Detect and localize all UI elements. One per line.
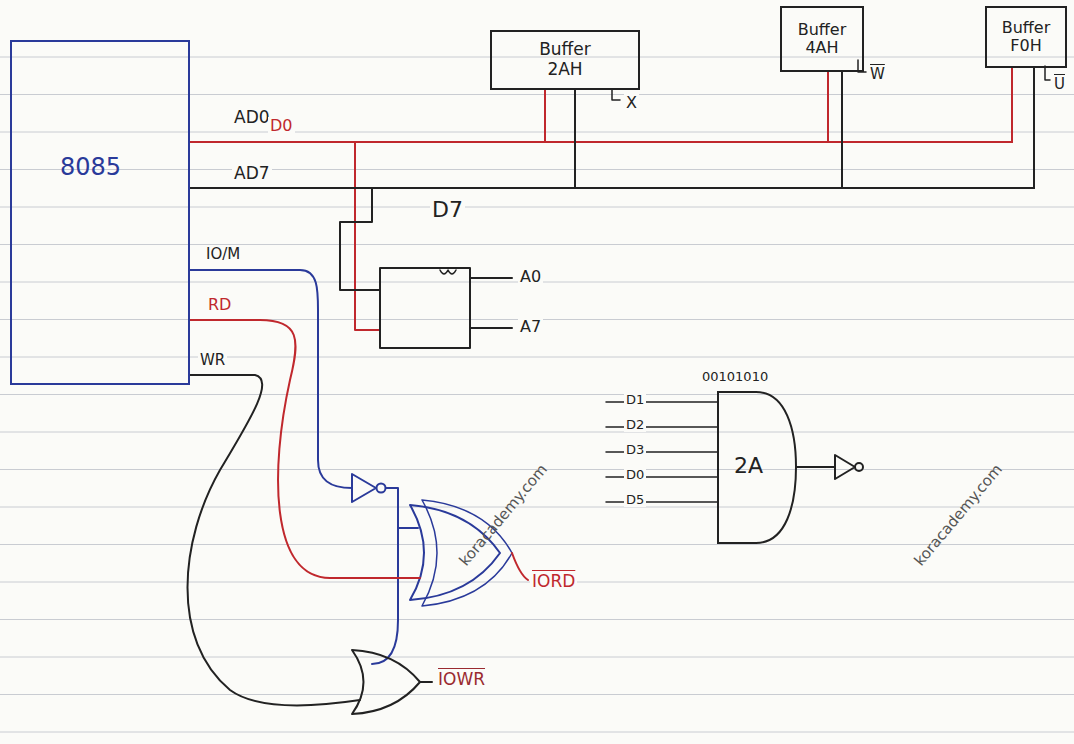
- node-label: Buffer 4AH: [787, 21, 857, 58]
- address-line: A0: [518, 268, 543, 286]
- iord-wire: [512, 553, 528, 580]
- gate-input-name: D3: [624, 443, 646, 457]
- ruled-line: [0, 544, 1074, 545]
- signal-name: D7: [430, 198, 465, 222]
- ruled-line: [0, 207, 1074, 208]
- or-gate: [410, 505, 500, 600]
- gate-input-name: D1: [624, 393, 646, 407]
- address-line: A7: [518, 318, 543, 336]
- ruled-line: [0, 732, 1074, 733]
- ruled-line: [0, 394, 1074, 395]
- node-label: Buffer F0H: [992, 19, 1060, 56]
- d0-bus: [190, 72, 828, 142]
- iom-wire: [190, 270, 352, 488]
- d0-bus: [190, 68, 1012, 142]
- ruled-line: [0, 657, 1074, 658]
- not-gate: [352, 474, 376, 502]
- binary-value: 00101010: [700, 370, 770, 384]
- or-gate: [352, 650, 420, 714]
- d0-bus: [190, 90, 545, 142]
- pin-name: RD: [206, 296, 233, 314]
- buffer-box: Buffer F0H: [985, 6, 1067, 68]
- watermark: koracademy.com: [910, 460, 1007, 571]
- gate-input-name: D5: [624, 493, 646, 507]
- buffer-box: Buffer 2AH: [490, 30, 640, 90]
- ruled-line: [0, 57, 1074, 58]
- watermark: koracademy.com: [455, 460, 552, 571]
- gate-input-name: D0: [624, 468, 646, 482]
- ruled-line: [0, 432, 1074, 433]
- iowr-wire: [420, 681, 432, 683]
- latch-box: [380, 268, 470, 348]
- gate-output: [796, 466, 835, 468]
- pin-name: AD7: [232, 164, 272, 183]
- a7-wire: [470, 327, 512, 329]
- signal-name: D0: [268, 117, 295, 135]
- enable-name: U: [1052, 76, 1067, 93]
- rd-wire: [190, 320, 420, 578]
- gate-input-name: D2: [624, 418, 646, 432]
- iom-not-wire-2: [372, 528, 398, 664]
- signal-name: IOWR: [436, 670, 487, 689]
- gate-input: [606, 402, 718, 502]
- buffer-box: Buffer 4AH: [780, 6, 864, 72]
- d7-wire: [340, 188, 380, 290]
- d7-bus: [190, 68, 1034, 188]
- d7-bus: [190, 90, 575, 188]
- cpu-block: 8085: [10, 40, 190, 385]
- ruled-line: [0, 619, 1074, 620]
- ruled-line: [0, 244, 1074, 245]
- ruled-line: [0, 169, 1074, 170]
- node-label: 2A: [734, 453, 763, 478]
- iom-not-wire: [386, 488, 418, 528]
- latch-mark: [440, 270, 456, 274]
- ruled-line: [0, 694, 1074, 695]
- node-label: 8085: [60, 154, 121, 182]
- a0-wire: [470, 277, 512, 279]
- enable-line: [1045, 66, 1050, 80]
- ruled-line: [0, 507, 1074, 508]
- enable-name: W: [868, 66, 887, 83]
- ruled-line: [0, 132, 1074, 133]
- ruled-line: [0, 94, 1074, 95]
- node-label: Buffer 2AH: [528, 40, 602, 79]
- pin-name: WR: [198, 352, 227, 369]
- output-bubble: [855, 463, 863, 471]
- enable-name: X: [624, 94, 639, 112]
- signal-name: IORD: [530, 572, 577, 591]
- pin-name: IO/M: [204, 246, 242, 263]
- ruled-line: [0, 357, 1074, 358]
- wr-wire: [188, 375, 361, 706]
- d0-wire: [355, 142, 380, 330]
- enable-line: [612, 90, 620, 100]
- not-bubble: [377, 484, 386, 493]
- output-buffer: [835, 455, 855, 479]
- and-gate: 2A: [716, 390, 798, 545]
- pin-name: AD0: [232, 108, 272, 127]
